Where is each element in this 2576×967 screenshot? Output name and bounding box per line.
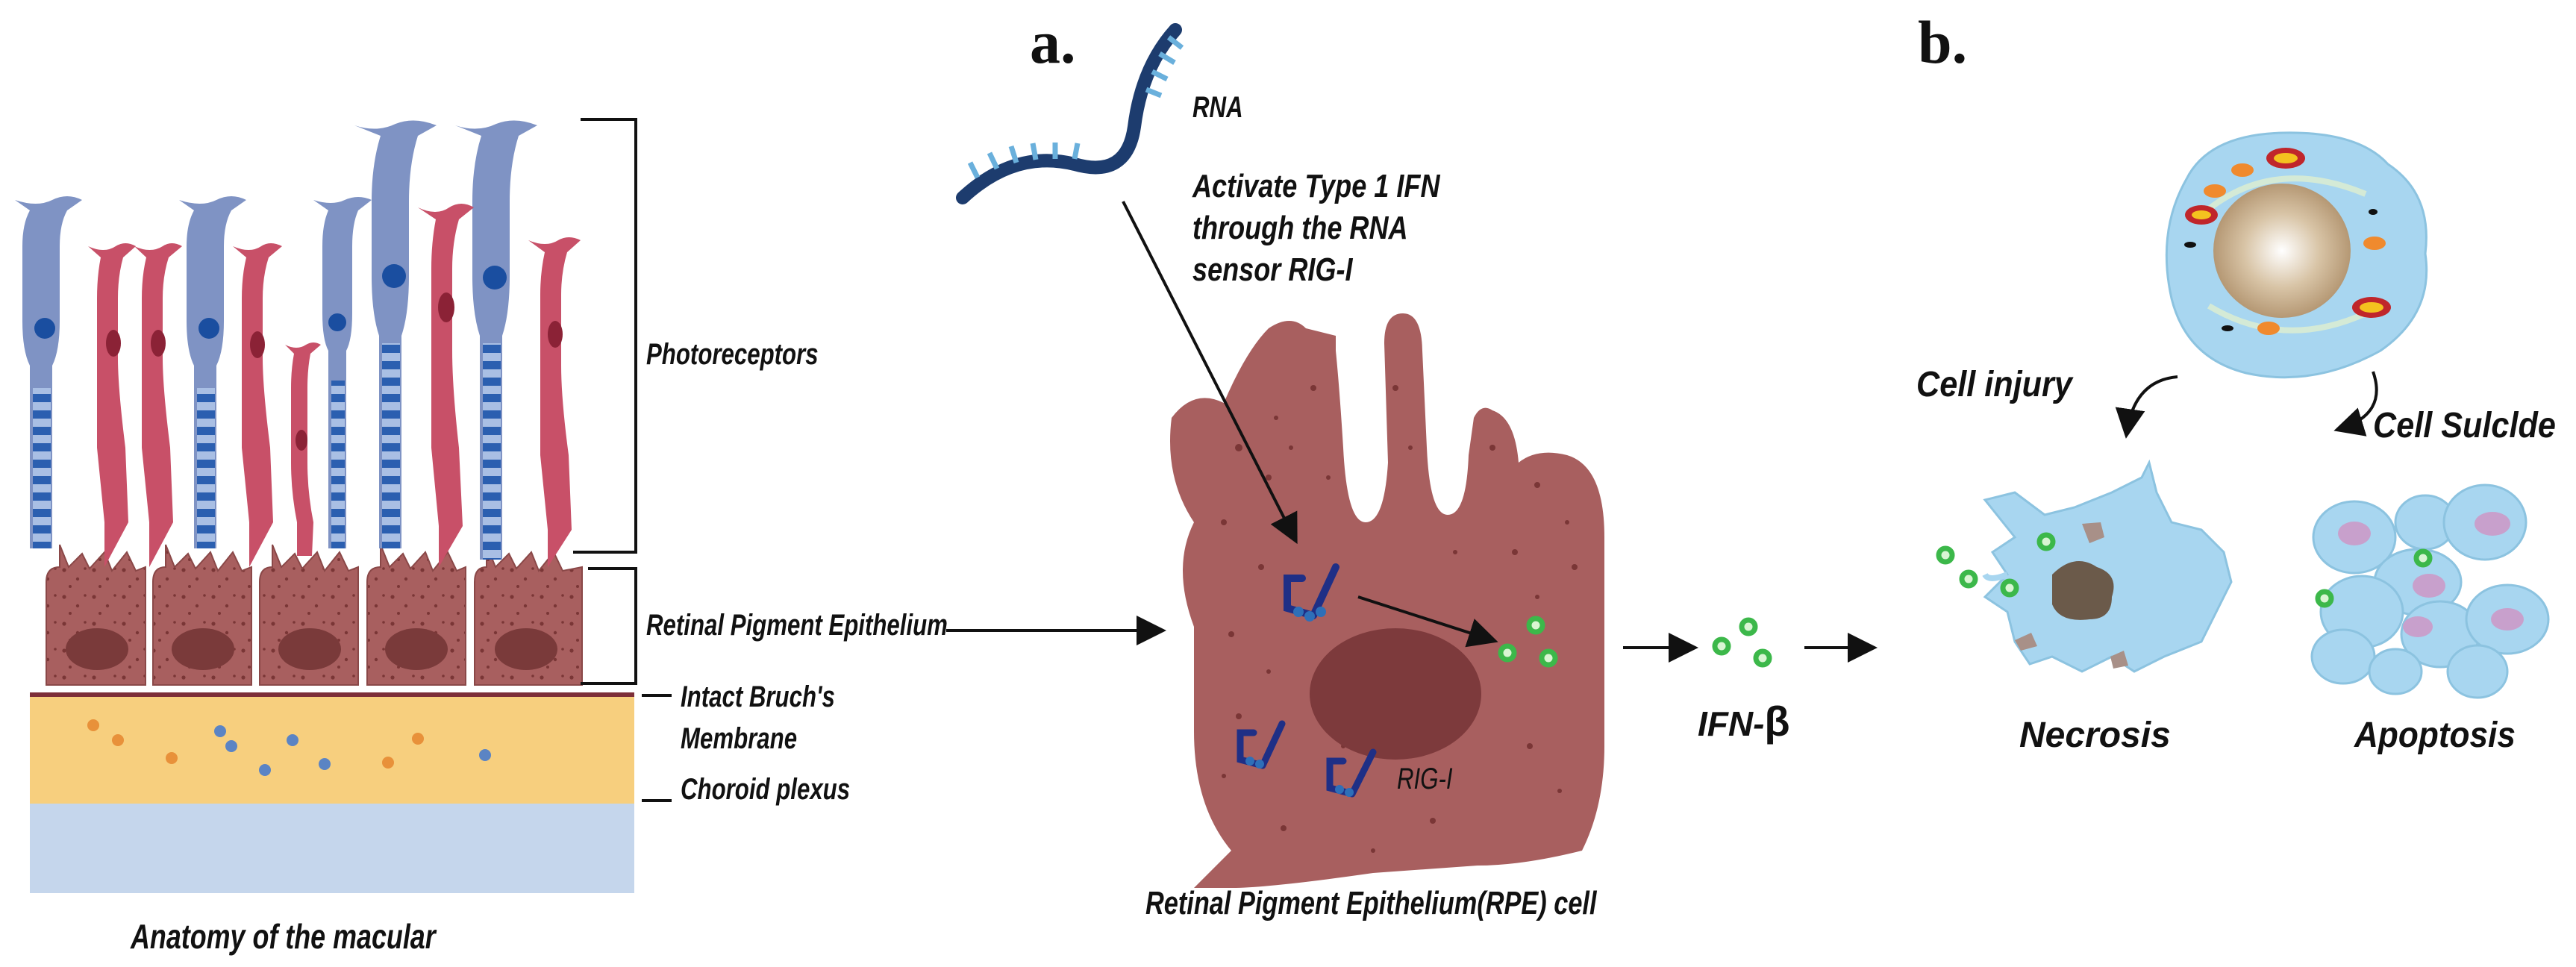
cone-cell — [88, 243, 136, 567]
macula-anatomy — [15, 118, 672, 893]
rig-i-label: RIG-I — [1397, 763, 1453, 795]
rod-cell — [313, 197, 372, 548]
rod-cell — [455, 120, 537, 560]
cell-injury-label: Cell injury — [1916, 365, 2072, 404]
ifn-prefix: IFN- — [1698, 704, 1765, 743]
rig-i-sensor-icon — [1326, 748, 1377, 798]
anatomy-caption: Anatomy of the macular — [131, 917, 436, 956]
choroid-plexus-layer — [30, 695, 634, 804]
bruchs-membrane-label: Intact Bruch's Membrane — [681, 680, 835, 755]
lower-choroid-layer — [30, 804, 634, 893]
rpe-cell — [1170, 313, 1604, 888]
bruchs-membrane-line — [30, 692, 634, 697]
rig-i-sensor-icon — [1284, 563, 1339, 622]
cell-suicide-label: Cell Sulclde — [2373, 406, 2556, 445]
necrotic-cell — [1982, 459, 2233, 673]
rod-cell — [15, 196, 82, 548]
pathway-arrows — [946, 201, 1878, 663]
rod-cell — [179, 196, 246, 548]
panel-a-letter: a. — [1030, 8, 1076, 76]
rod-cell — [354, 120, 437, 549]
apoptosis-label: Apoptosis — [2354, 716, 2516, 755]
ifn-beta-particles-released — [1712, 617, 1772, 668]
rig-i-sensor-icon — [1237, 720, 1286, 769]
rpe-nucleus — [1310, 628, 1481, 760]
rna-strand-icon — [956, 23, 1184, 204]
necrosis-label: Necrosis — [2019, 716, 2171, 755]
ifn-beta-label: IFN-β — [1698, 697, 1790, 745]
fate-arrows — [2115, 371, 2378, 439]
necrosis-ifn-particles — [1936, 532, 2056, 598]
cone-cell — [418, 204, 474, 567]
panel-b-letter: b. — [1918, 8, 1968, 76]
rna-label: RNA — [1192, 91, 1243, 124]
ifn-beta-symbol: β — [1764, 698, 1790, 745]
anatomy-brackets — [573, 118, 672, 802]
photoreceptor-cells — [15, 120, 581, 567]
rpe-layer — [46, 544, 583, 686]
activate-ifn-label: Activate Type 1 IFN through the RNA sens… — [1192, 168, 1440, 288]
rpe-layer-label: Retinal Pigment Epithelium — [646, 609, 948, 642]
apoptosis-ifn-particles — [2315, 548, 2433, 608]
rpe-cell-caption: Retinal Pigment Epithelium(RPE) cell — [1145, 885, 1597, 921]
cone-cell — [134, 243, 182, 567]
cone-cell — [528, 237, 581, 567]
apoptotic-nuclei — [2338, 512, 2524, 637]
choroid-plexus-label: Choroid plexus — [681, 773, 851, 806]
healthy-cell-nucleus — [2213, 184, 2351, 318]
cone-cell — [285, 342, 321, 556]
healthy-cell — [2165, 131, 2428, 379]
ifn-beta-particles — [1498, 616, 1558, 668]
cone-cell — [233, 243, 282, 567]
panel-b — [1936, 131, 2550, 699]
apoptotic-bodies — [2310, 484, 2550, 699]
panel-a — [946, 23, 1878, 888]
photoreceptors-label: Photoreceptors — [646, 338, 819, 371]
